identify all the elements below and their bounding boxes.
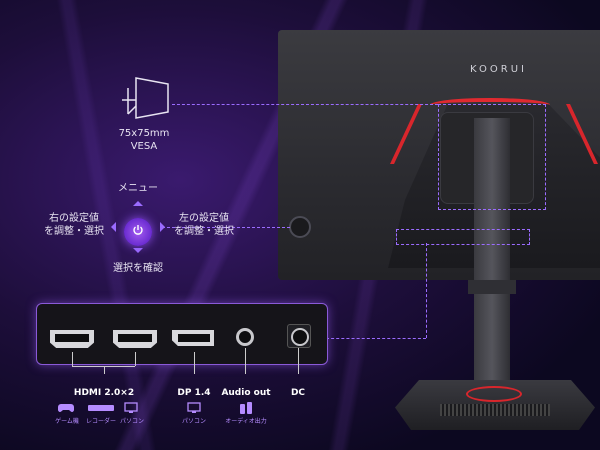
- audio-label: Audio out: [221, 388, 271, 398]
- hdmi-leader-2: [135, 352, 136, 366]
- audio-port: [236, 328, 254, 346]
- joystick-left-line1: 右の設定値: [49, 213, 99, 224]
- use-pc: パソコン: [119, 418, 144, 425]
- hdmi-leader-stem: [104, 366, 105, 374]
- dc-port: [291, 328, 309, 346]
- stand-collar: [468, 280, 516, 294]
- arrow-right-icon: [160, 222, 170, 232]
- gamepad-icon: [58, 404, 74, 412]
- arrow-left-icon: [106, 222, 116, 232]
- vesa-label: 75x75mm VESA: [106, 127, 182, 153]
- arrow-down-icon: [133, 248, 143, 258]
- joystick-left-label: 右の設定値 を調整・選択: [36, 212, 112, 238]
- dp-port-slot: [178, 334, 210, 342]
- vesa-icon: [122, 77, 169, 119]
- hdmi-label: HDMI 2.0×2: [73, 388, 135, 398]
- base-grill: [440, 404, 550, 416]
- hdmi-port-1-slot: [55, 334, 89, 342]
- joystick-down-label: 選択を確認: [113, 263, 163, 274]
- joystick-right-line1: 左の設定値: [179, 213, 229, 224]
- vesa-name: VESA: [130, 141, 158, 152]
- audio-leader: [245, 348, 246, 374]
- base-rgb-ring: [466, 386, 522, 402]
- brand-logo: KOORUI: [470, 64, 527, 75]
- recorder-icon: [88, 405, 114, 411]
- monitor-stand: [474, 118, 510, 408]
- dp-use-pc: パソコン: [181, 418, 206, 425]
- speaker-icon: [240, 402, 252, 414]
- rgb-light-top: [430, 98, 550, 112]
- joystick-button: [124, 218, 152, 246]
- joystick-right-line2: を調整・選択: [174, 226, 234, 237]
- dp-label: DP 1.4: [177, 388, 211, 398]
- monitor-joystick: [289, 216, 311, 238]
- arrow-up-icon: [133, 196, 143, 206]
- power-icon: [133, 225, 143, 235]
- port-callout-vline: [426, 243, 427, 338]
- joystick-up-label: メニュー: [118, 183, 158, 194]
- vesa-callout-line: [172, 104, 438, 105]
- hdmi-leader-join: [72, 366, 135, 367]
- hdmi-leader-1: [72, 352, 73, 366]
- joystick-left-line2: を調整・選択: [44, 226, 104, 237]
- vesa-highlight: [438, 104, 546, 210]
- dp-leader: [194, 352, 195, 374]
- dp-pc-icon: [187, 402, 201, 413]
- vesa-size: 75x75mm: [118, 128, 170, 139]
- use-game: ゲーム機: [55, 418, 79, 425]
- port-callout-hline: [326, 338, 426, 339]
- audio-use: オーディオ出力: [225, 418, 267, 425]
- joystick-callout-line: [162, 227, 290, 228]
- dc-leader: [298, 348, 299, 374]
- dc-label: DC: [290, 388, 306, 398]
- use-recorder: レコーダー: [85, 418, 116, 425]
- port-highlight: [396, 229, 530, 245]
- hdmi-port-2-slot: [118, 334, 152, 342]
- joystick-right-label: 左の設定値 を調整・選択: [166, 212, 242, 238]
- pc-icon: [124, 402, 138, 413]
